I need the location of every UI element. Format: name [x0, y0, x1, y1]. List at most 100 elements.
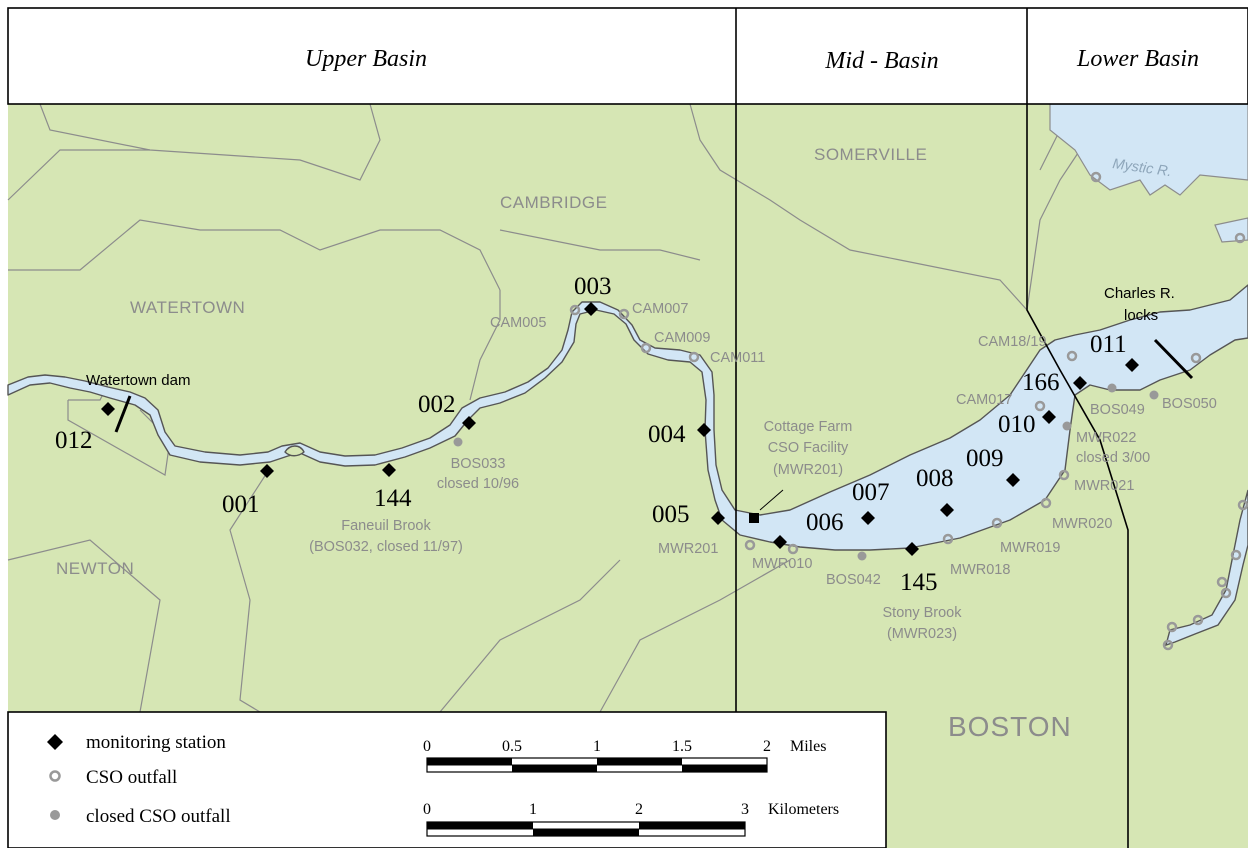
station-007-label: 007 [852, 479, 890, 506]
outfall-mwr010 [787, 543, 799, 555]
km-tick-2: 2 [635, 801, 643, 818]
mystic-river [1049, 103, 1248, 243]
closed-outfall-bos042 [857, 551, 867, 561]
label-cam007: CAM007 [632, 301, 688, 317]
header-band [7, 7, 1248, 105]
station-011-marker [1125, 358, 1139, 372]
km-tick-0: 0 [423, 801, 431, 818]
watertown-dam-line [114, 395, 132, 433]
outfall-cam011 [688, 351, 700, 363]
label-cam009: CAM009 [654, 330, 710, 346]
label-mwr019: MWR019 [1000, 540, 1060, 556]
scale-bar-miles: 0 0.5 1 1.5 2 Miles [423, 738, 826, 773]
station-144-marker [382, 463, 396, 477]
station-005-marker [711, 511, 725, 525]
station-145-marker [905, 542, 919, 556]
town-somerville: SOMERVILLE [814, 145, 927, 164]
outfall-cam007 [618, 308, 630, 320]
label-mwr201: MWR201 [658, 541, 718, 557]
station-166-marker [1073, 376, 1087, 390]
km-unit: Kilometers [768, 801, 839, 818]
label-mwr020: MWR020 [1052, 516, 1112, 532]
miles-tick-0: 0 [423, 738, 431, 755]
outfall-east-4 [1220, 587, 1232, 599]
watertown-dam-label: Watertown dam [86, 372, 190, 389]
legend-station-icon [47, 734, 63, 750]
lower-basin-header: Lower Basin [1076, 46, 1199, 72]
station-003-marker [584, 302, 598, 316]
outfall-east-5 [1192, 614, 1204, 626]
miles-unit: Miles [790, 738, 826, 755]
station-009-label: 009 [966, 445, 1004, 472]
scale-bar-km: 0 1 2 3 Kilometers [423, 801, 839, 837]
label-bos050: BOS050 [1162, 396, 1217, 412]
municipal-boundaries [7, 103, 1101, 713]
stony-brook-label-1: Stony Brook [883, 605, 963, 621]
station-008-marker [940, 503, 954, 517]
label-mwr018: MWR018 [950, 562, 1010, 578]
town-watertown: WATERTOWN [130, 298, 245, 317]
town-boston: BOSTON [948, 711, 1072, 742]
station-009-marker [1006, 473, 1020, 487]
miles-tick-1: 1 [593, 738, 601, 755]
outfall-east-2 [1230, 549, 1242, 561]
miles-tick-05: 0.5 [502, 738, 522, 755]
outfall-mwr020 [1040, 497, 1052, 509]
station-004-marker [697, 423, 711, 437]
cottage-farm-label-2: CSO Facility [768, 440, 849, 456]
lower-basin-channel [1164, 489, 1248, 647]
station-006-marker [773, 535, 787, 549]
station-003-label: 003 [574, 273, 612, 300]
outfall-east-1 [1237, 499, 1248, 511]
mid-basin-header: Mid - Basin [824, 48, 938, 74]
km-tick-3: 3 [741, 801, 749, 818]
outfall-mwr201 [744, 539, 756, 551]
station-012-marker [101, 402, 115, 416]
label-bos049: BOS049 [1090, 402, 1145, 418]
closed-cso-outfalls [453, 383, 1159, 561]
outfall-cam1819 [1066, 350, 1078, 362]
stony-brook-label-2: (MWR023) [887, 626, 957, 642]
outfall-east-7 [1162, 639, 1174, 651]
cso-outfalls [569, 171, 1248, 651]
outfall-mystic-1 [1090, 171, 1102, 183]
station-166-label: 166 [1022, 369, 1060, 396]
outfall-mwr018 [942, 533, 954, 545]
cottage-farm-label-1: Cottage Farm [764, 419, 853, 435]
label-cam1819: CAM18/19 [978, 334, 1047, 350]
legend-closed-cso-outfall: closed CSO outfall [86, 806, 231, 827]
faneuil-brook-label-1: Faneuil Brook [341, 518, 431, 534]
legend-cso-outfall: CSO outfall [86, 767, 177, 788]
label-mwr021: MWR021 [1074, 478, 1134, 494]
station-010-marker [1042, 410, 1056, 424]
cottage-farm-label-3: (MWR201) [773, 462, 843, 478]
station-010-label: 010 [998, 411, 1036, 438]
station-006-label: 006 [806, 509, 844, 536]
bos033-label-1: BOS033 [451, 456, 506, 472]
station-001-label: 001 [222, 491, 260, 518]
town-cambridge: CAMBRIDGE [500, 193, 607, 212]
closed-outfall-bos033 [453, 437, 463, 447]
closed-outfall-mwr022 [1062, 421, 1072, 431]
station-002-label: 002 [418, 391, 456, 418]
town-newton: NEWTON [56, 559, 134, 578]
cottage-farm-leader [759, 489, 784, 511]
outfall-cam017 [1034, 400, 1046, 412]
outfall-cam005 [569, 304, 581, 316]
station-007-marker [861, 511, 875, 525]
label-cam017: CAM017 [956, 392, 1012, 408]
mwr022-label-2: closed 3/00 [1076, 450, 1150, 466]
monitoring-stations [101, 302, 1139, 556]
outfall-east-3 [1216, 576, 1228, 588]
outfall-cam009 [640, 342, 652, 354]
label-cam005: CAM005 [490, 315, 546, 331]
closed-outfall-bos050b [1149, 390, 1159, 400]
miles-tick-15: 1.5 [672, 738, 692, 755]
station-004-label: 004 [648, 421, 686, 448]
km-tick-1: 1 [529, 801, 537, 818]
cottage-farm-facility-marker [749, 513, 759, 523]
closed-outfall-bos049 [1107, 383, 1117, 393]
faneuil-brook-label-2: (BOS032, closed 11/97) [309, 539, 463, 555]
mwr022-label-1: MWR022 [1076, 430, 1136, 446]
